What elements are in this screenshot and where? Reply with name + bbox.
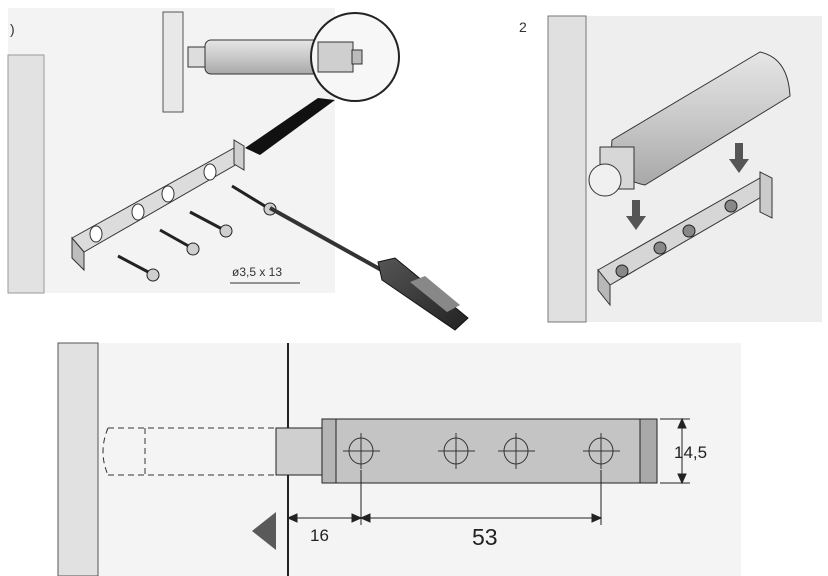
mounting-plate — [71, 139, 245, 272]
panel-step-1: ) — [7, 8, 469, 331]
height-dimension — [660, 417, 690, 485]
cabinet-side-wall-3 — [57, 342, 99, 576]
mounting-plate-2 — [597, 171, 773, 307]
cabinet-side-wall — [7, 54, 45, 294]
offset-label: 16 — [310, 526, 329, 545]
panel-step-2: 2 — [519, 15, 822, 323]
arrow-down-icon — [626, 143, 749, 230]
screwdriver-icon — [269, 206, 469, 331]
step-number-1: ) — [10, 21, 15, 37]
screw-size-label: ø3,5 x 13 — [232, 265, 282, 279]
hole-spacing-label: 53 — [472, 524, 498, 550]
plunger-extended-outline — [102, 427, 288, 476]
door-edge — [162, 11, 184, 113]
push-direction-arrow-icon — [252, 512, 276, 550]
bottom-dimensions — [286, 470, 603, 525]
zoom-pointer — [245, 98, 335, 155]
height-label: 14,5 — [674, 443, 707, 462]
panel-dimensions: 14,5 16 53 — [57, 342, 741, 576]
panel-2-background — [548, 16, 822, 322]
screw-hole-markers — [343, 433, 620, 469]
push-latch-body — [588, 51, 791, 197]
cabinet-side-wall-2 — [547, 15, 587, 323]
step-number-2: 2 — [519, 19, 527, 35]
